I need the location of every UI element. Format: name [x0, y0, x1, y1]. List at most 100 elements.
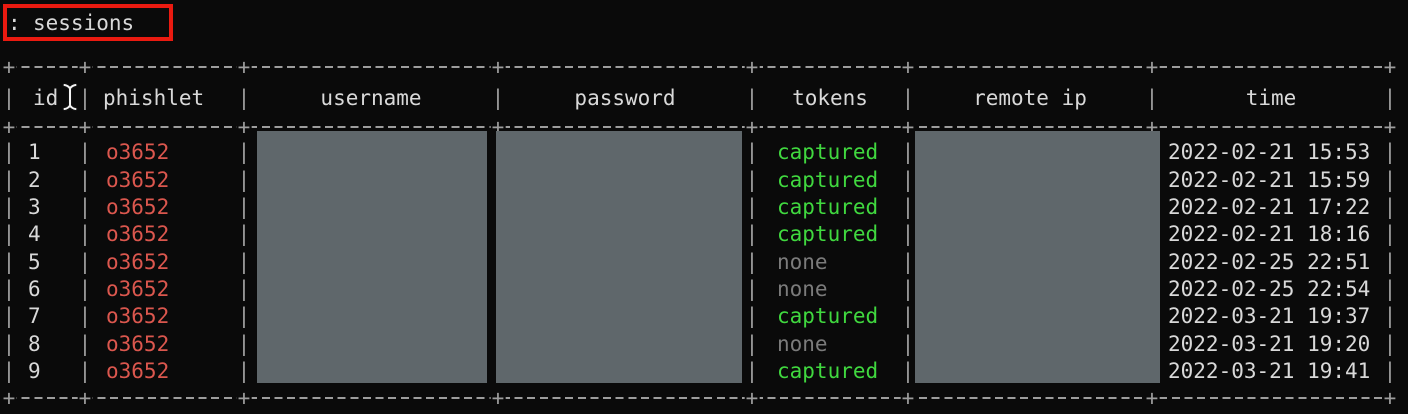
- column-separator: |: [1383, 222, 1397, 247]
- column-separator: |: [745, 140, 759, 165]
- column-separator: |: [745, 359, 759, 384]
- border-junction: +: [77, 386, 93, 410]
- redaction-box-password: [496, 131, 742, 383]
- column-separator: |: [237, 222, 251, 247]
- border-junction: +: [1, 115, 17, 139]
- cell-tokens: captured: [777, 167, 879, 192]
- border-junction: +: [1382, 386, 1398, 410]
- column-separator: |: [745, 304, 759, 329]
- column-separator: |: [745, 277, 759, 302]
- cell-phishlet: o3652: [106, 167, 170, 192]
- column-separator: |: [1383, 331, 1397, 356]
- column-separator: |: [1383, 277, 1397, 302]
- border-junction: +: [900, 386, 916, 410]
- column-separator: |: [237, 86, 251, 110]
- column-separator: |: [237, 195, 251, 219]
- cell-phishlet: o3652: [106, 359, 170, 384]
- cell-tokens: captured: [777, 195, 879, 219]
- column-separator: |: [78, 222, 92, 247]
- cell-id: 6: [28, 277, 41, 302]
- column-separator: |: [901, 195, 915, 219]
- border-junction: +: [744, 386, 760, 410]
- column-separator: |: [2, 331, 16, 356]
- column-separator: |: [901, 277, 915, 302]
- table-border-header: [9, 126, 1391, 128]
- cell-time: 2022-02-21 17:22: [1168, 195, 1371, 219]
- column-separator: |: [78, 86, 92, 110]
- cell-id: 7: [28, 304, 41, 329]
- cell-time: 2022-02-25 22:51: [1168, 249, 1371, 274]
- column-separator: |: [745, 86, 759, 110]
- cell-id: 2: [28, 167, 41, 192]
- cell-time: 2022-02-21 15:59: [1168, 167, 1371, 192]
- cell-time: 2022-03-21 19:20: [1168, 331, 1371, 356]
- command-line: : sessions: [0, 8, 400, 38]
- column-header-id: id: [33, 86, 59, 110]
- column-header-remote-ip: remote ip: [973, 86, 1087, 110]
- cell-tokens: none: [777, 277, 828, 302]
- column-header-tokens: tokens: [792, 86, 868, 110]
- column-separator: |: [901, 331, 915, 356]
- cell-phishlet: o3652: [106, 195, 170, 219]
- column-separator: |: [745, 195, 759, 219]
- column-separator: |: [237, 304, 251, 329]
- cell-tokens: none: [777, 249, 828, 274]
- cell-time: 2022-03-21 19:41: [1168, 359, 1371, 384]
- border-junction: +: [236, 115, 252, 139]
- column-header-phishlet: phishlet: [103, 86, 205, 110]
- command-text: sessions: [33, 11, 135, 35]
- column-separator: |: [237, 140, 251, 165]
- border-junction: +: [1382, 55, 1398, 79]
- cell-tokens: captured: [777, 359, 879, 384]
- column-separator: |: [78, 304, 92, 329]
- border-junction: +: [744, 55, 760, 79]
- column-separator: |: [1383, 86, 1397, 110]
- column-separator: |: [901, 304, 915, 329]
- column-separator: |: [2, 195, 16, 219]
- table-border-bottom: [9, 397, 1391, 399]
- border-junction: +: [744, 115, 760, 139]
- column-separator: |: [901, 86, 915, 110]
- cell-time: 2022-02-21 18:16: [1168, 222, 1371, 247]
- table-border-top: [9, 66, 1391, 68]
- border-junction: +: [900, 55, 916, 79]
- column-separator: |: [237, 359, 251, 384]
- column-separator: |: [2, 359, 16, 384]
- column-separator: |: [2, 304, 16, 329]
- column-separator: |: [901, 167, 915, 192]
- cell-phishlet: o3652: [106, 304, 170, 329]
- border-junction: +: [490, 55, 506, 79]
- column-header-username: username: [320, 86, 422, 110]
- border-junction: +: [236, 386, 252, 410]
- column-separator: |: [2, 249, 16, 274]
- column-separator: |: [2, 222, 16, 247]
- border-junction: +: [900, 115, 916, 139]
- column-separator: |: [78, 195, 92, 219]
- ibeam-cursor-icon: [61, 82, 79, 112]
- table-row: 6 o3652 none 2022-02-25 22:54 ||||||||: [0, 276, 1408, 303]
- column-separator: |: [1383, 140, 1397, 165]
- column-separator: |: [1383, 359, 1397, 384]
- column-separator: |: [745, 222, 759, 247]
- column-separator: |: [78, 277, 92, 302]
- column-header-time: time: [1245, 86, 1297, 110]
- table-row: 4 o3652 captured 2022-02-21 18:16 ||||||…: [0, 221, 1408, 248]
- cell-id: 1: [28, 140, 41, 165]
- border-junction: +: [236, 55, 252, 79]
- table-row: 8 o3652 none 2022-03-21 19:20 ||||||||: [0, 331, 1408, 358]
- column-separator: |: [2, 140, 16, 165]
- cell-id: 5: [28, 249, 41, 274]
- cell-tokens: captured: [777, 304, 879, 329]
- border-junction: +: [1, 386, 17, 410]
- column-separator: |: [745, 331, 759, 356]
- column-separator: |: [78, 140, 92, 165]
- column-separator: |: [2, 167, 16, 192]
- column-separator: |: [901, 140, 915, 165]
- column-separator: |: [901, 249, 915, 274]
- cell-id: 8: [28, 331, 41, 356]
- column-separator: |: [78, 249, 92, 274]
- border-junction: +: [1144, 55, 1160, 79]
- column-separator: |: [78, 359, 92, 384]
